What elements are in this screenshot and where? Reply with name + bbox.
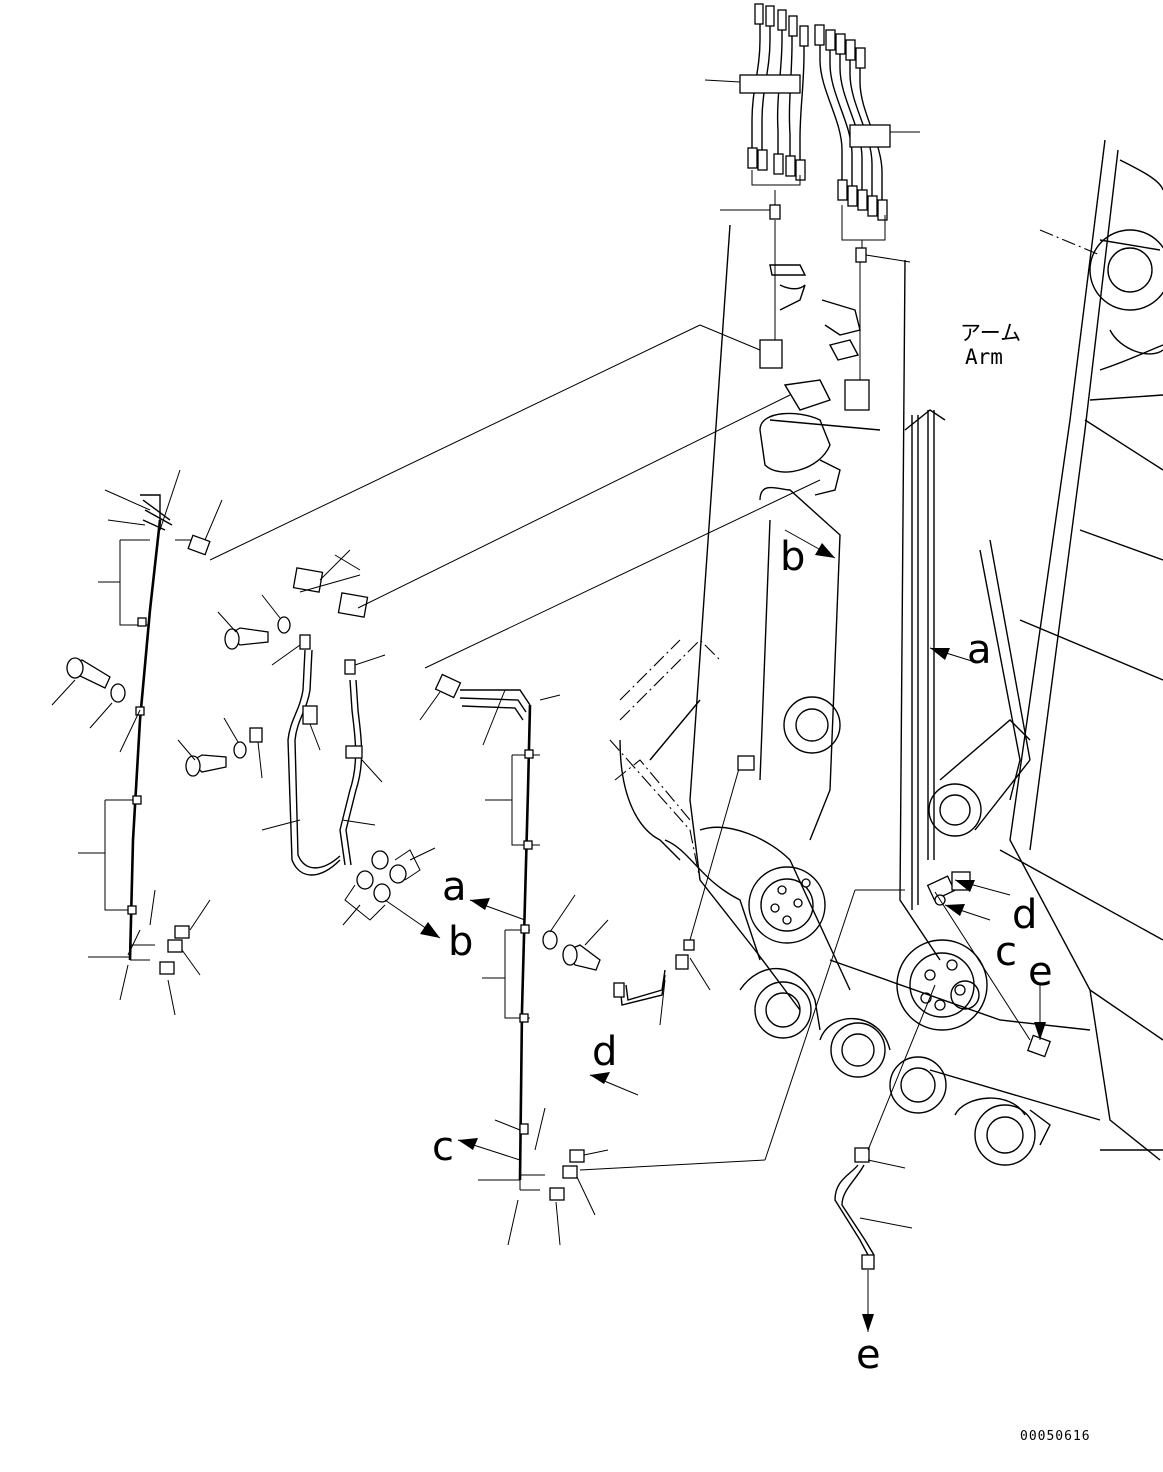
direction-arrows bbox=[384, 529, 1046, 1332]
arm-label-en: Arm bbox=[965, 345, 1003, 369]
callout-labels: a b a b c d d c e e bbox=[432, 534, 1053, 1378]
arm-label-jp: アーム bbox=[960, 321, 1021, 345]
callout-c-pipe: c bbox=[432, 1124, 454, 1170]
callout-d-pipe: d bbox=[592, 1029, 617, 1075]
right-pipe-assembly bbox=[419, 673, 1052, 1298]
callout-a-pipe: a bbox=[442, 864, 467, 910]
callout-a-arm: a bbox=[967, 627, 992, 673]
callout-b-pipe: b bbox=[448, 919, 473, 965]
leader-lines bbox=[209, 324, 821, 1171]
callout-b-arm: b bbox=[780, 534, 805, 580]
drawing-code: 00050616 bbox=[1020, 1429, 1091, 1444]
arm-structure bbox=[609, 139, 1163, 1166]
callout-c-arm: c bbox=[995, 929, 1017, 975]
callout-e-arm: e bbox=[1028, 949, 1053, 995]
left-pipe-assembly bbox=[51, 469, 223, 1016]
top-bracket-assembly bbox=[699, 220, 881, 496]
hose-bundle-right bbox=[814, 24, 920, 263]
callout-d-arm: d bbox=[1012, 892, 1037, 938]
middle-clamp-parts bbox=[177, 549, 436, 926]
hose-bundle-left bbox=[704, 3, 809, 220]
callout-e-hose: e bbox=[856, 1332, 881, 1378]
